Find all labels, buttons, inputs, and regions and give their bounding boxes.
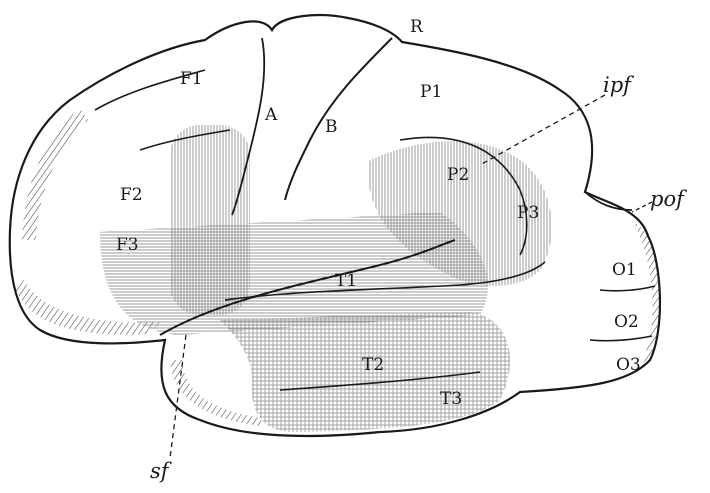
label-o1: O1 xyxy=(612,260,637,280)
label-f1: F1 xyxy=(180,69,203,89)
label-f3: F3 xyxy=(116,235,139,255)
pof-leader-line xyxy=(632,202,652,212)
label-a: A xyxy=(264,105,278,125)
label-sf: sf xyxy=(150,459,172,483)
label-o3: O3 xyxy=(616,355,641,375)
label-b: B xyxy=(325,117,338,137)
label-f2: F2 xyxy=(120,185,143,205)
label-t1: T1 xyxy=(335,271,357,291)
label-o2: O2 xyxy=(614,312,639,332)
label-ipf: ipf xyxy=(603,73,634,97)
label-t2: T2 xyxy=(362,355,384,375)
label-r: R xyxy=(410,17,424,37)
label-t3: T3 xyxy=(440,389,462,409)
label-p2: P2 xyxy=(447,165,469,185)
label-pof: pof xyxy=(650,187,687,211)
label-p1: P1 xyxy=(420,82,442,102)
label-p3: P3 xyxy=(517,203,539,223)
